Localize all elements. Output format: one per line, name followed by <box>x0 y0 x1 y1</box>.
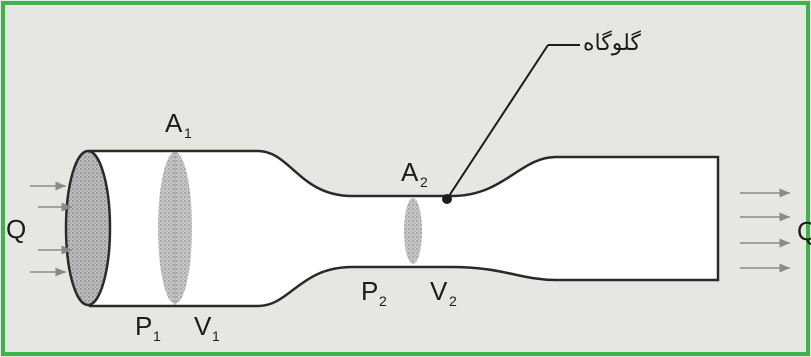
throat-point <box>442 194 452 204</box>
velocity-1-label: V 1 <box>194 311 220 344</box>
pressure-2-label: P 2 <box>361 276 387 309</box>
svg-text:V: V <box>194 311 212 341</box>
flow-out-label: Q <box>797 216 811 246</box>
cross-section-2 <box>404 198 422 264</box>
svg-text:A: A <box>165 108 183 138</box>
inlet-opening <box>64 149 112 307</box>
svg-text:V: V <box>430 276 448 306</box>
area-2-label: A 2 <box>401 157 428 190</box>
area-1-label: A 1 <box>165 108 192 141</box>
inlet-flow-arrows <box>30 181 72 277</box>
svg-text:A: A <box>401 157 419 187</box>
flow-in-label: Q <box>6 214 26 244</box>
svg-text:1: 1 <box>184 125 192 141</box>
svg-text:P: P <box>361 276 378 306</box>
svg-text:1: 1 <box>153 328 161 344</box>
outlet-flow-arrows <box>740 188 790 273</box>
svg-text:1: 1 <box>212 328 220 344</box>
svg-text:2: 2 <box>449 293 457 309</box>
venturi-pipe <box>88 149 720 308</box>
throat-leader-line <box>446 44 549 200</box>
svg-text:2: 2 <box>379 293 387 309</box>
pressure-1-label: P 1 <box>135 311 161 344</box>
svg-text:P: P <box>135 311 152 341</box>
throat-label: گلوگاه <box>583 30 641 56</box>
svg-text:2: 2 <box>420 174 428 190</box>
velocity-2-label: V 2 <box>430 276 457 309</box>
